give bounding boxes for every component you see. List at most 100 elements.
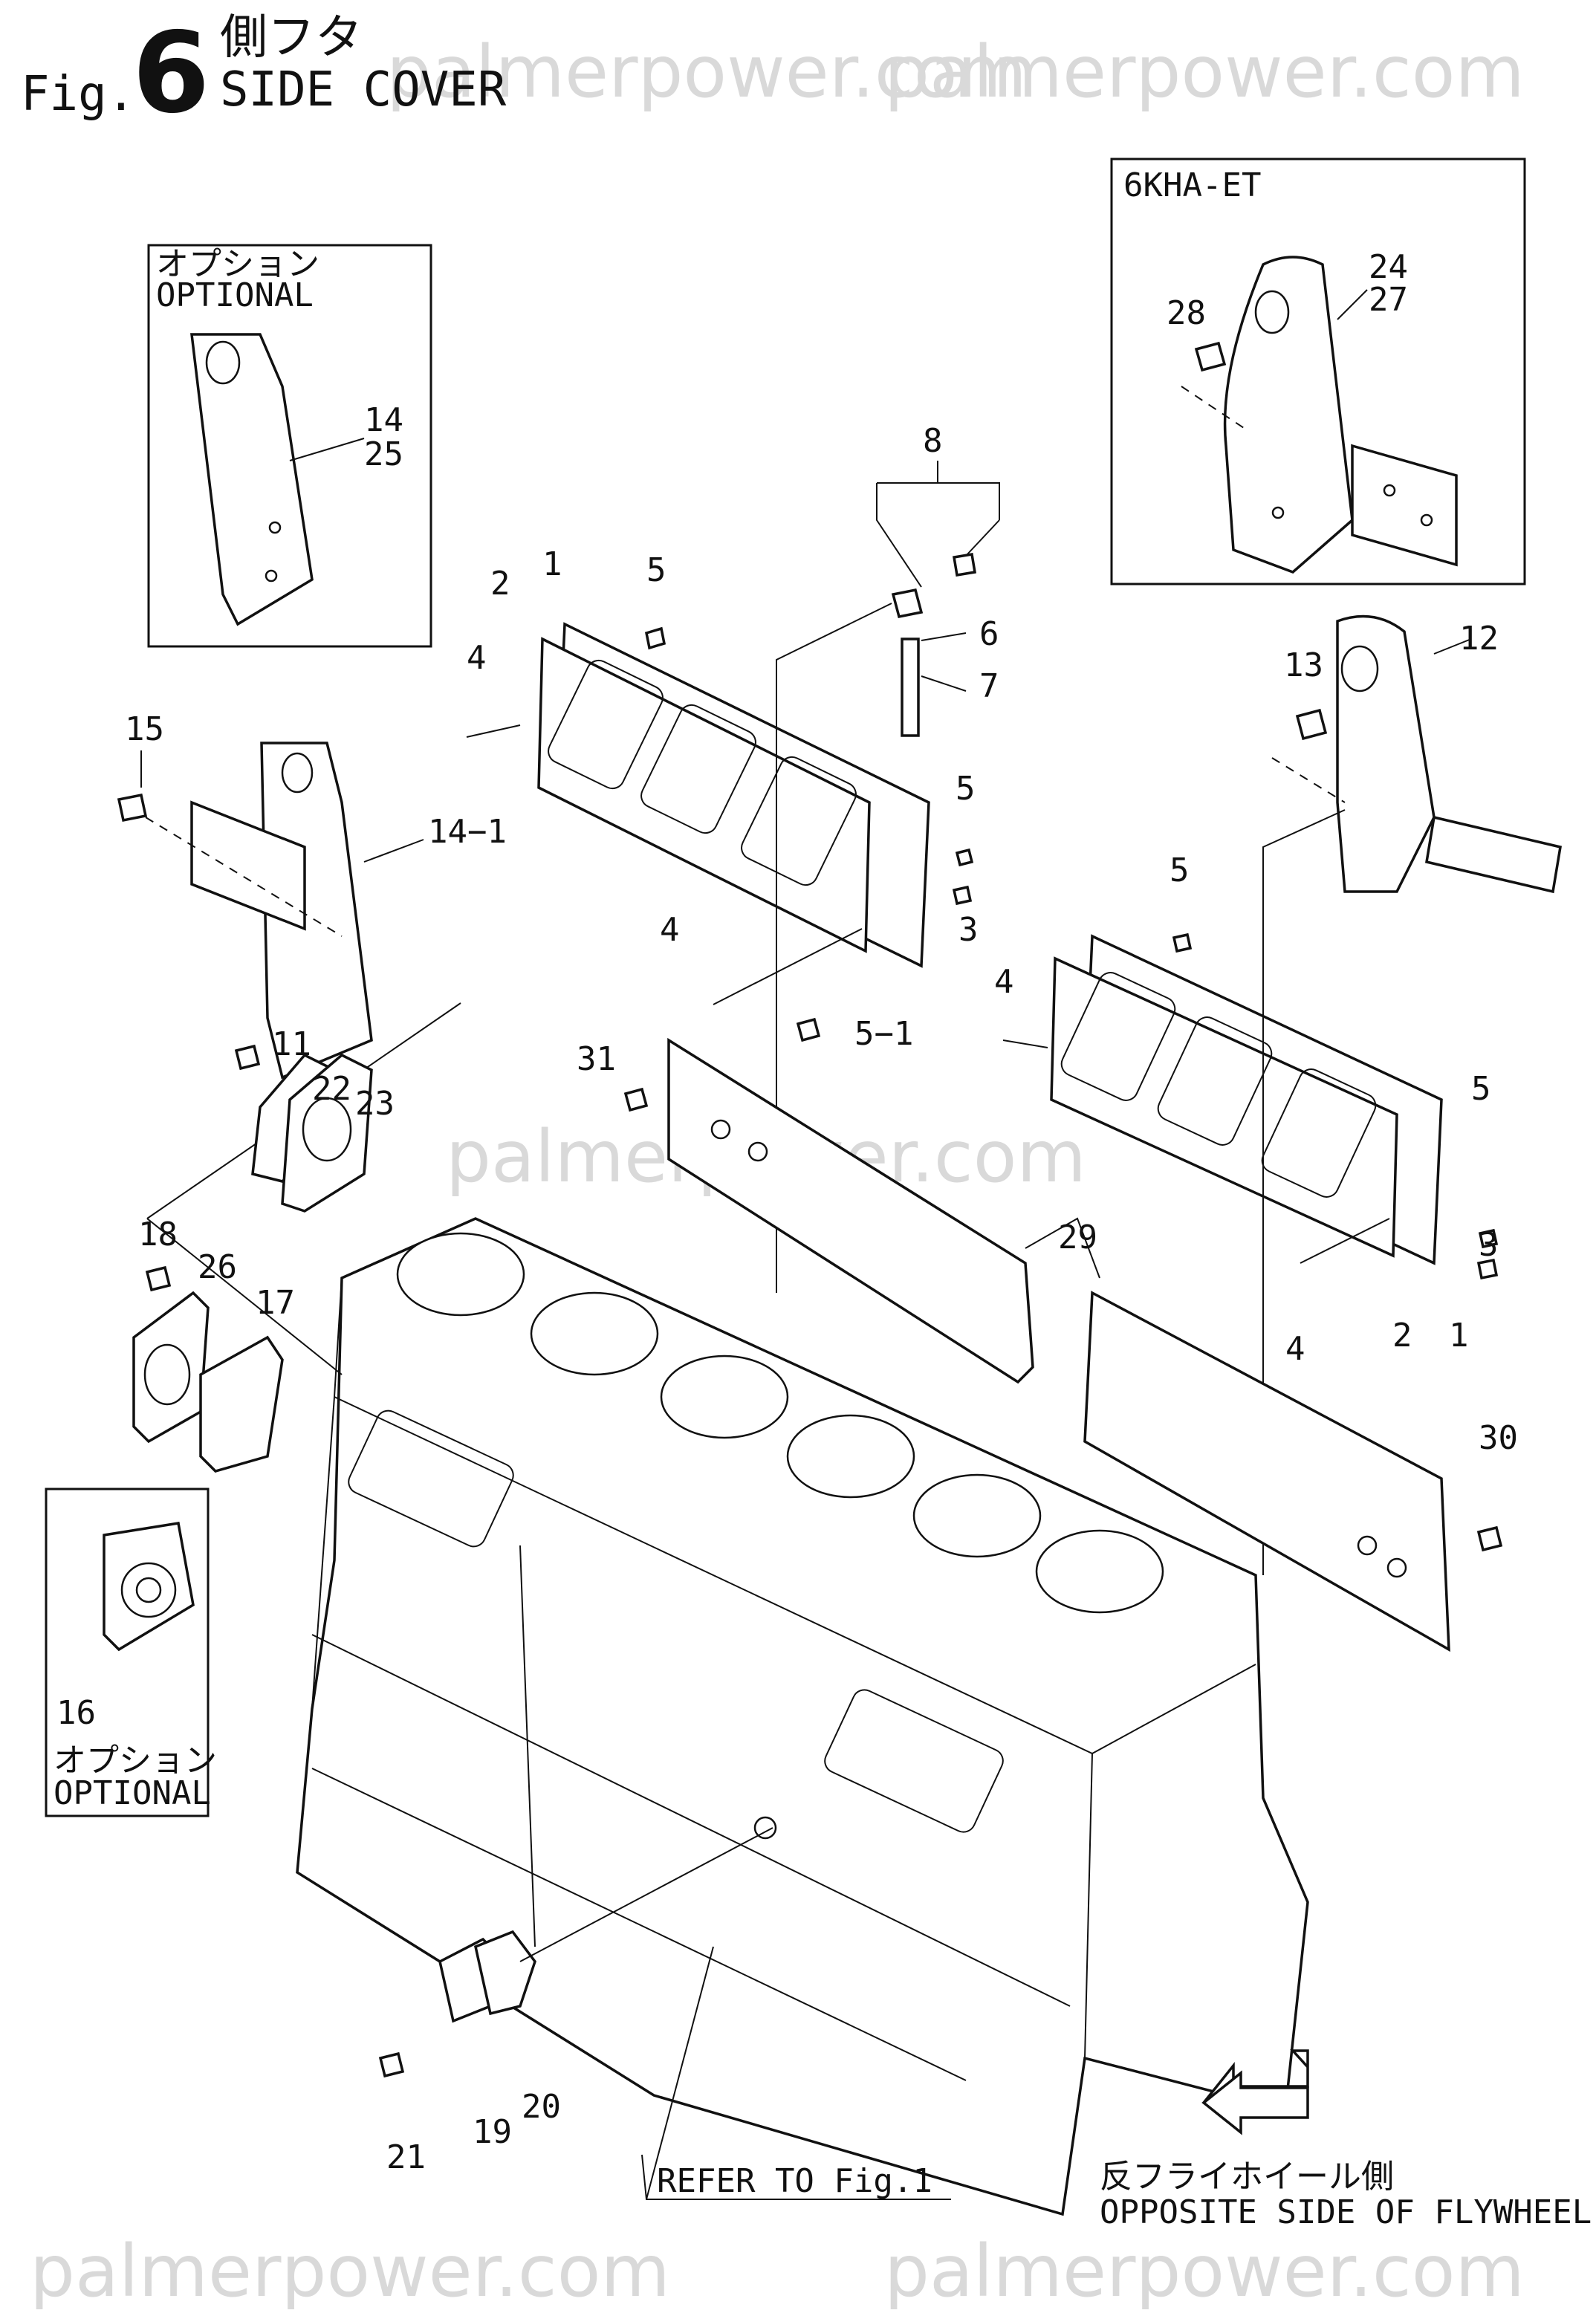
gasket-20-part bbox=[473, 1930, 536, 2016]
label-28: 28 bbox=[1167, 294, 1206, 332]
bracket-12-group bbox=[1262, 614, 1562, 1575]
callout-4: 4 bbox=[994, 963, 1014, 1001]
watermark-top-right: palmerpower.com bbox=[884, 30, 1525, 114]
gasket-2-right bbox=[1050, 956, 1398, 1258]
cylinder-bore-3 bbox=[660, 1355, 789, 1439]
cylinder-bore-2 bbox=[530, 1291, 659, 1376]
direction-note: 反フライホイール側 OPPOSITE SIDE OF FLYWHEEL bbox=[1100, 2049, 1592, 2231]
callout-7: 7 bbox=[979, 667, 999, 705]
callout-5: 5 bbox=[646, 551, 666, 589]
cylinder-bore-5 bbox=[912, 1473, 1042, 1558]
callout-13: 13 bbox=[1284, 646, 1323, 684]
callout-29: 29 bbox=[1058, 1219, 1097, 1256]
callout-1: 1 bbox=[1449, 1317, 1469, 1355]
inset-label-jp: オプション bbox=[53, 1742, 217, 1780]
callout-4: 4 bbox=[660, 911, 680, 949]
inset-label-en: OPTIONAL bbox=[156, 276, 314, 314]
label-27: 27 bbox=[1369, 281, 1408, 319]
callout-30: 30 bbox=[1479, 1419, 1518, 1457]
callout-22: 22 bbox=[312, 1070, 351, 1108]
callout-14-1: 14−1 bbox=[428, 813, 507, 851]
bolt-21-icon bbox=[378, 2051, 405, 2078]
callout-2: 2 bbox=[490, 565, 510, 603]
cylinder-bore-1 bbox=[396, 1232, 525, 1317]
nut-5-1-icon bbox=[796, 1017, 821, 1042]
figure-header: Fig. 6 側フタ SIDE COVER bbox=[21, 9, 507, 138]
plate-29-right bbox=[1083, 1291, 1450, 1652]
breather-assembly bbox=[776, 461, 1000, 1293]
inset-model-box: 6KHA-ET 24 27 28 bbox=[1110, 158, 1526, 585]
fig-number: 6 bbox=[132, 9, 210, 138]
bottom-cover-group bbox=[378, 1827, 773, 2200]
label-14: 14 bbox=[364, 401, 403, 439]
callout-labels: 1 2 3 4 4 5 5 6 7 8 11 12 13 14−1 15 17 … bbox=[125, 422, 1518, 2176]
callout-12: 12 bbox=[1459, 620, 1499, 658]
callout-17: 17 bbox=[256, 1284, 295, 1322]
callout-19: 19 bbox=[473, 2113, 512, 2151]
front-covers-group bbox=[132, 1044, 373, 1473]
callout-3: 3 bbox=[958, 911, 979, 949]
gasket-2 bbox=[537, 637, 871, 953]
nut-5-icon bbox=[955, 848, 974, 867]
model-bracket-foot bbox=[1351, 444, 1458, 567]
callout-4: 4 bbox=[1285, 1330, 1305, 1368]
direction-arrow-icon bbox=[1201, 2070, 1309, 2135]
title-english: SIDE COVER bbox=[220, 62, 507, 117]
cylinder-bore-6 bbox=[1035, 1529, 1164, 1614]
callout-5: 5 bbox=[1170, 851, 1190, 889]
side-cover-left-group bbox=[466, 622, 974, 1005]
clip-icon bbox=[952, 552, 977, 577]
inset-optional-cover: 16 オプション OPTIONAL bbox=[45, 1488, 217, 1817]
bracket-14-1-part bbox=[260, 742, 373, 1080]
bolt-28-icon bbox=[1194, 341, 1227, 372]
callout-3: 3 bbox=[1479, 1226, 1499, 1264]
callout-26: 26 bbox=[198, 1248, 237, 1286]
direction-label-jp: 反フライホイール側 bbox=[1100, 2158, 1394, 2196]
watermark-top-left: palmerpower.com bbox=[386, 30, 1027, 114]
callout-21: 21 bbox=[386, 2138, 426, 2176]
optional-bracket-part bbox=[190, 333, 314, 626]
callout-5: 5 bbox=[1471, 1070, 1491, 1108]
callout-6: 6 bbox=[979, 615, 999, 653]
direction-label-en: OPPOSITE SIDE OF FLYWHEEL bbox=[1100, 2193, 1592, 2231]
refer-to-fig-1: REFER TO Fig.1 bbox=[657, 2162, 932, 2200]
engine-block bbox=[296, 1217, 1309, 2216]
inset-label-en: OPTIONAL bbox=[53, 1774, 211, 1812]
bolt-18-icon bbox=[145, 1265, 172, 1292]
callout-23: 23 bbox=[355, 1085, 395, 1123]
watermark-bottom-left: palmerpower.com bbox=[30, 2230, 670, 2309]
callout-2: 2 bbox=[1392, 1317, 1412, 1355]
bracket-12-foot bbox=[1425, 815, 1562, 894]
gasket-17-part bbox=[199, 1335, 284, 1473]
bolt-13-icon bbox=[1295, 708, 1328, 741]
label-24: 24 bbox=[1369, 248, 1408, 286]
label-16: 16 bbox=[56, 1694, 96, 1732]
fig-prefix: Fig. bbox=[21, 67, 135, 122]
bolt-11-icon bbox=[234, 1044, 261, 1071]
label-25: 25 bbox=[364, 435, 403, 473]
callout-11: 11 bbox=[272, 1025, 311, 1063]
callout-4: 4 bbox=[467, 639, 487, 677]
plates-29-group bbox=[623, 1017, 1503, 1652]
inset-frame bbox=[45, 1488, 210, 1817]
elbow-icon bbox=[891, 588, 924, 619]
plate-29-left bbox=[667, 1037, 1034, 1384]
callout-5-1: 5−1 bbox=[854, 1015, 913, 1053]
inset-frame bbox=[1110, 158, 1526, 585]
cylinder-bore-4 bbox=[786, 1414, 915, 1499]
callout-20: 20 bbox=[522, 2088, 561, 2126]
title-japanese: 側フタ bbox=[220, 10, 363, 65]
bolt-30-icon bbox=[1476, 1525, 1503, 1552]
nut-5-icon bbox=[644, 626, 666, 650]
inset-label-jp: オプション bbox=[156, 245, 319, 283]
watermark-bottom-right: palmerpower.com bbox=[884, 2230, 1525, 2309]
model-bracket-part bbox=[1223, 256, 1354, 574]
washer-3-icon bbox=[952, 885, 973, 906]
inset-model-title: 6KHA-ET bbox=[1123, 166, 1261, 204]
callout-15: 15 bbox=[125, 710, 164, 748]
callout-18: 18 bbox=[138, 1216, 178, 1253]
bolt-15-icon bbox=[117, 793, 148, 823]
callout-8: 8 bbox=[923, 422, 943, 460]
